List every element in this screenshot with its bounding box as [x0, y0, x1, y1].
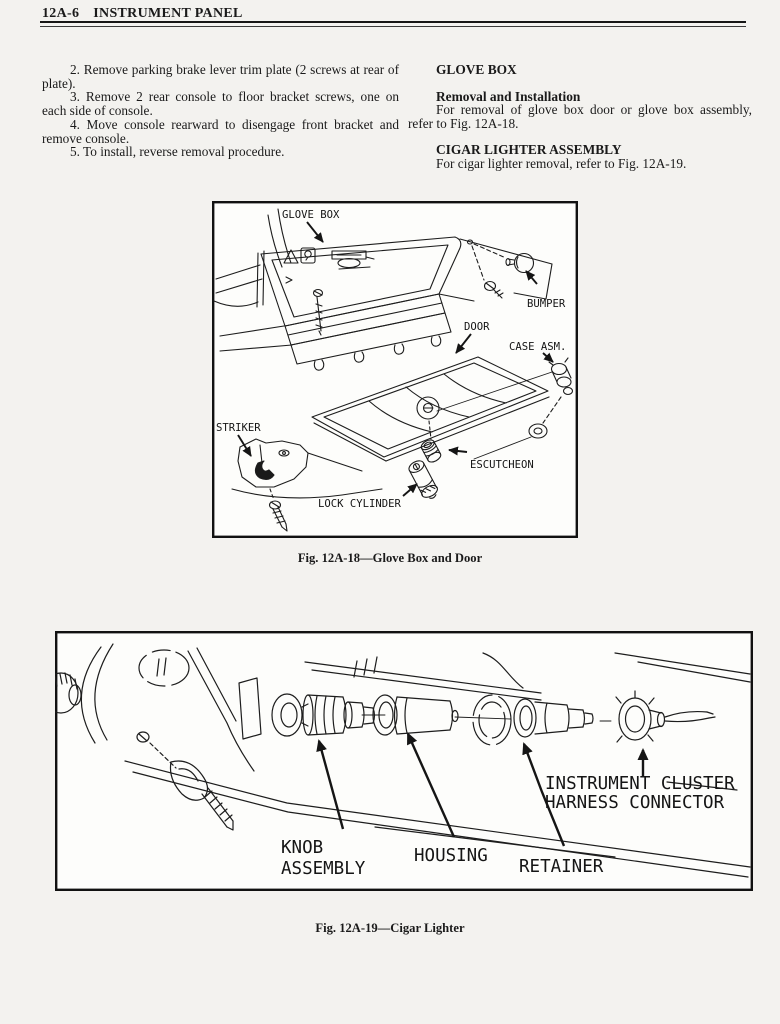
bumper-part — [513, 252, 535, 274]
case-asm-arrow — [542, 352, 554, 363]
striker-part — [231, 438, 383, 499]
panel-ring-part — [472, 694, 512, 746]
door-arrow — [455, 333, 472, 354]
glove-box-illustration: GLOVE BOX BUMPER DOOR CASE ASM. STRIKER … — [212, 201, 578, 538]
connector-label-line2: HARNESS CONNECTOR — [545, 793, 725, 813]
figure-18-caption: Fig. 12A-18—Glove Box and Door — [297, 551, 483, 565]
door-label: DOOR — [464, 321, 490, 333]
page-title: INSTRUMENT PANEL — [93, 6, 243, 21]
console-step: 4. Move console rearward to disengage fr… — [42, 116, 399, 146]
striker-arrow — [237, 434, 252, 457]
housing-arrow — [406, 732, 456, 838]
knob-assembly-arrow — [316, 739, 345, 830]
connector-label-line1: INSTRUMENT CLUSTER — [545, 774, 735, 794]
retainer-part — [513, 698, 594, 738]
retainer-arrow — [522, 742, 566, 847]
header-rule-thick — [40, 21, 746, 24]
housing-part — [372, 694, 459, 736]
figure-border — [55, 631, 753, 891]
lock-cylinder-part — [408, 460, 438, 499]
escutcheon-label: ESCUTCHEON — [470, 459, 534, 471]
instrument-panel-drawing — [213, 208, 574, 532]
page-number: 12A-6 — [42, 6, 80, 21]
housing-label: HOUSING — [414, 846, 488, 866]
console-step: 5. To install, reverse removal procedure… — [70, 144, 285, 160]
left-column: 2. Remove parking brake lever trim plate… — [42, 63, 399, 159]
escutcheon-arrow — [448, 446, 468, 456]
retainer-label: RETAINER — [519, 857, 604, 877]
warning-triangle-icon — [283, 249, 299, 264]
door-part — [311, 356, 549, 458]
glove-box-body: For removal of glove box door or glove b… — [408, 102, 752, 132]
panel-knob-screw-part — [169, 760, 234, 831]
knob-assembly-label-line2: ASSEMBLY — [281, 859, 366, 879]
case-asm-label: CASE ASM. — [509, 341, 566, 353]
bumper-arrow — [525, 270, 538, 285]
figure-19-caption: Fig. 12A-19—Cigar Lighter — [315, 921, 465, 935]
warning-square-icon — [300, 247, 316, 264]
figure-border — [212, 201, 578, 538]
console-step: 2. Remove parking brake lever trim plate… — [42, 62, 399, 91]
cigar-lighter-illustration: KNOB ASSEMBLY HOUSING RETAINER INSTRUMEN… — [55, 631, 753, 891]
console-step: 3. Remove 2 rear console to floor bracke… — [42, 89, 399, 119]
figure-cigar-lighter: KNOB ASSEMBLY HOUSING RETAINER INSTRUMEN… — [55, 631, 753, 891]
escutcheon-part — [420, 439, 442, 463]
cigar-lighter-heading: CIGAR LIGHTER ASSEMBLY — [436, 141, 622, 157]
lock-cylinder-label: LOCK CYLINDER — [318, 498, 402, 510]
case-asm-part — [548, 357, 574, 396]
removal-subheading: Removal and Installation — [436, 88, 581, 104]
lock-cylinder-arrow — [402, 483, 418, 497]
page-header: 12A-6 INSTRUMENT PANEL — [42, 6, 243, 22]
harness-connector-part — [615, 690, 716, 743]
glove-box-heading: GLOVE BOX — [436, 62, 517, 77]
cigar-lighter-body: For cigar lighter removal, refer to Fig.… — [436, 155, 687, 171]
bumper-label: BUMPER — [527, 298, 566, 310]
knob-assembly-part — [271, 693, 376, 737]
dash-panel-drawing — [55, 643, 751, 878]
glove-box-label: GLOVE BOX — [282, 209, 340, 221]
glove-box-arrow — [306, 221, 324, 243]
knob-assembly-label-line1: KNOB — [281, 838, 323, 858]
figure-glove-box: GLOVE BOX BUMPER DOOR CASE ASM. STRIKER … — [212, 201, 578, 538]
right-column: GLOVE BOX Removal and Installation For r… — [408, 63, 752, 170]
striker-label: STRIKER — [216, 422, 261, 434]
knurled-knob-part — [55, 672, 82, 714]
header-rule-thin — [40, 26, 746, 28]
